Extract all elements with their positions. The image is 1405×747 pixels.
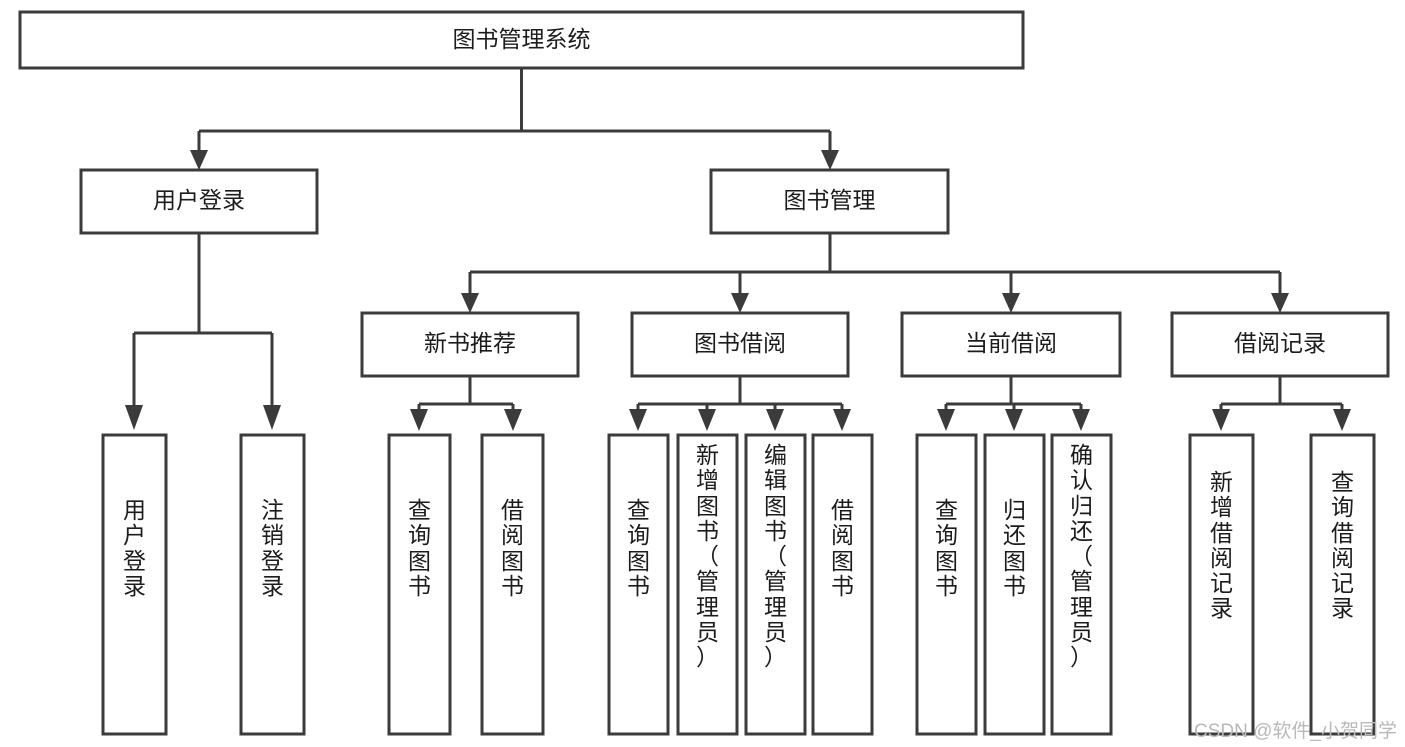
arrow-head-borrow-record bbox=[1271, 293, 1289, 313]
arrow-head-leaf-add-book bbox=[698, 409, 716, 431]
arrow-head-new-book-rec bbox=[461, 293, 479, 313]
arrow-head-leaf-borrow-book-2 bbox=[833, 409, 851, 431]
connector-layer bbox=[125, 68, 1351, 431]
arrow-head-leaf-return-book bbox=[1005, 409, 1023, 431]
arrow-head-leaf-query-book-3 bbox=[937, 409, 955, 431]
arrow-head-leaf-user-login bbox=[125, 405, 143, 430]
node-user-login-box[interactable] bbox=[79, 168, 319, 235]
arrow-head-user-login bbox=[190, 150, 208, 170]
node-root-label: 图书管理系统 bbox=[453, 26, 591, 52]
node-leaf-query-book-3-box[interactable] bbox=[915, 433, 978, 736]
arrow-head-leaf-query-book-2 bbox=[629, 409, 647, 431]
arrow-head-current-borrow bbox=[1002, 293, 1020, 313]
node-book-manage-label: 图书管理 bbox=[784, 187, 876, 213]
node-borrow-record-label: 借阅记录 bbox=[1234, 330, 1326, 356]
arrow-head-leaf-borrow-book-1 bbox=[504, 409, 522, 431]
arrow-head-book-borrow bbox=[731, 293, 749, 313]
node-leaf-borrow-book-2-box[interactable] bbox=[811, 433, 874, 736]
node-leaf-query-book-2-box[interactable] bbox=[607, 433, 670, 736]
node-root-box[interactable] bbox=[18, 10, 1025, 70]
node-leaf-query-book-1-box[interactable] bbox=[387, 433, 452, 736]
node-leaf-user-login-box[interactable] bbox=[101, 433, 168, 736]
node-new-book-rec-box[interactable] bbox=[360, 311, 580, 378]
node-leaf-add-book-box[interactable] bbox=[676, 433, 739, 736]
node-leaf-edit-book-box[interactable] bbox=[744, 433, 807, 736]
node-user-login-label: 用户登录 bbox=[153, 187, 245, 213]
node-borrow-record-box[interactable] bbox=[1170, 311, 1390, 378]
node-leaf-borrow-book-1-box[interactable] bbox=[480, 433, 545, 736]
arrow-head-leaf-confirm-return bbox=[1072, 409, 1090, 431]
node-leaf-add-record-box[interactable] bbox=[1188, 433, 1255, 736]
node-leaf-return-book-box[interactable] bbox=[983, 433, 1046, 736]
arrow-head-leaf-query-record bbox=[1333, 409, 1351, 431]
node-book-manage-box[interactable] bbox=[709, 168, 950, 235]
arrow-head-leaf-add-record bbox=[1212, 409, 1230, 431]
node-new-book-rec-label: 新书推荐 bbox=[424, 330, 516, 356]
arrow-head-book-manage bbox=[821, 150, 839, 170]
node-leaf-confirm-return-box[interactable] bbox=[1050, 433, 1113, 736]
node-book-borrow-label: 图书借阅 bbox=[694, 330, 786, 356]
arrow-head-leaf-logout bbox=[263, 405, 281, 430]
arrow-head-leaf-edit-book bbox=[766, 409, 784, 431]
node-leaf-logout-box[interactable] bbox=[239, 433, 306, 736]
arrow-head-leaf-query-book-1 bbox=[410, 409, 428, 431]
node-leaf-query-record-box[interactable] bbox=[1309, 433, 1376, 736]
node-current-borrow-box[interactable] bbox=[900, 311, 1122, 378]
node-layer: 图书管理系统 用户登录 图书管理 新书推荐 图书借阅 当前借阅 借阅记录 bbox=[18, 10, 1390, 736]
node-current-borrow-label: 当前借阅 bbox=[965, 330, 1057, 356]
node-book-borrow-box[interactable] bbox=[630, 311, 850, 378]
